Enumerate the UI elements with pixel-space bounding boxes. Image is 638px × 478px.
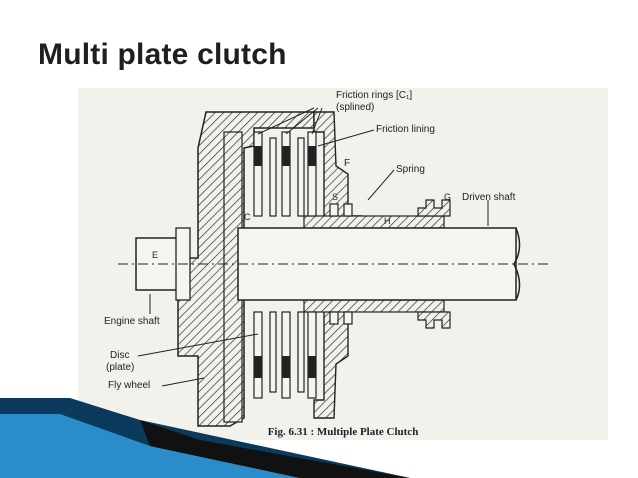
lower-plates [253,311,317,399]
plate [281,311,291,399]
springs [329,203,353,325]
label-letter-f: F [344,158,351,169]
figure-caption: Fig. 6.31 : Multiple Plate Clutch [267,426,419,438]
label-plate: (plate) [106,362,135,373]
plate [297,311,305,393]
friction-pad [282,356,290,378]
collar-g-lower [417,311,451,329]
label-fly-wheel: Fly wheel [108,380,151,391]
label-spring: Spring [396,164,425,175]
label-splined: (splined) [336,102,375,113]
friction-pad [254,146,262,166]
label-letter-c: C [244,212,251,222]
label-friction-rings: Friction rings [C₁] [336,90,413,101]
plate [307,311,317,399]
spring [343,311,353,325]
plate [281,131,291,217]
plate [253,131,263,217]
clutch-diagram [118,107,548,427]
label-letter-e: E [152,250,159,260]
plate [269,311,277,393]
clutch-figure: Friction rings [C₁] (splined) Friction l… [78,88,608,440]
friction-pad [282,146,290,166]
corner-stripe-black [140,420,410,478]
label-letter-h: H [384,216,391,226]
label-letter-g: G [444,192,452,202]
label-disc: Disc [110,350,130,361]
friction-pad [308,356,316,378]
label-letter-s: S [332,192,339,202]
label-engine-shaft: Engine shaft [104,316,160,327]
plate [253,311,263,399]
upper-plates [253,131,317,217]
label-driven-shaft: Driven shaft [462,192,516,203]
friction-pad [254,356,262,378]
slide-title: Multi plate clutch [38,38,287,71]
plate [307,131,317,217]
collar-g [417,199,451,217]
plate [269,137,277,217]
spring [329,203,339,217]
spring [343,203,353,217]
leader-lines [137,107,489,387]
spring [329,311,339,325]
friction-pad [308,146,316,166]
label-friction-lining: Friction lining [376,124,435,135]
plate [297,137,305,217]
